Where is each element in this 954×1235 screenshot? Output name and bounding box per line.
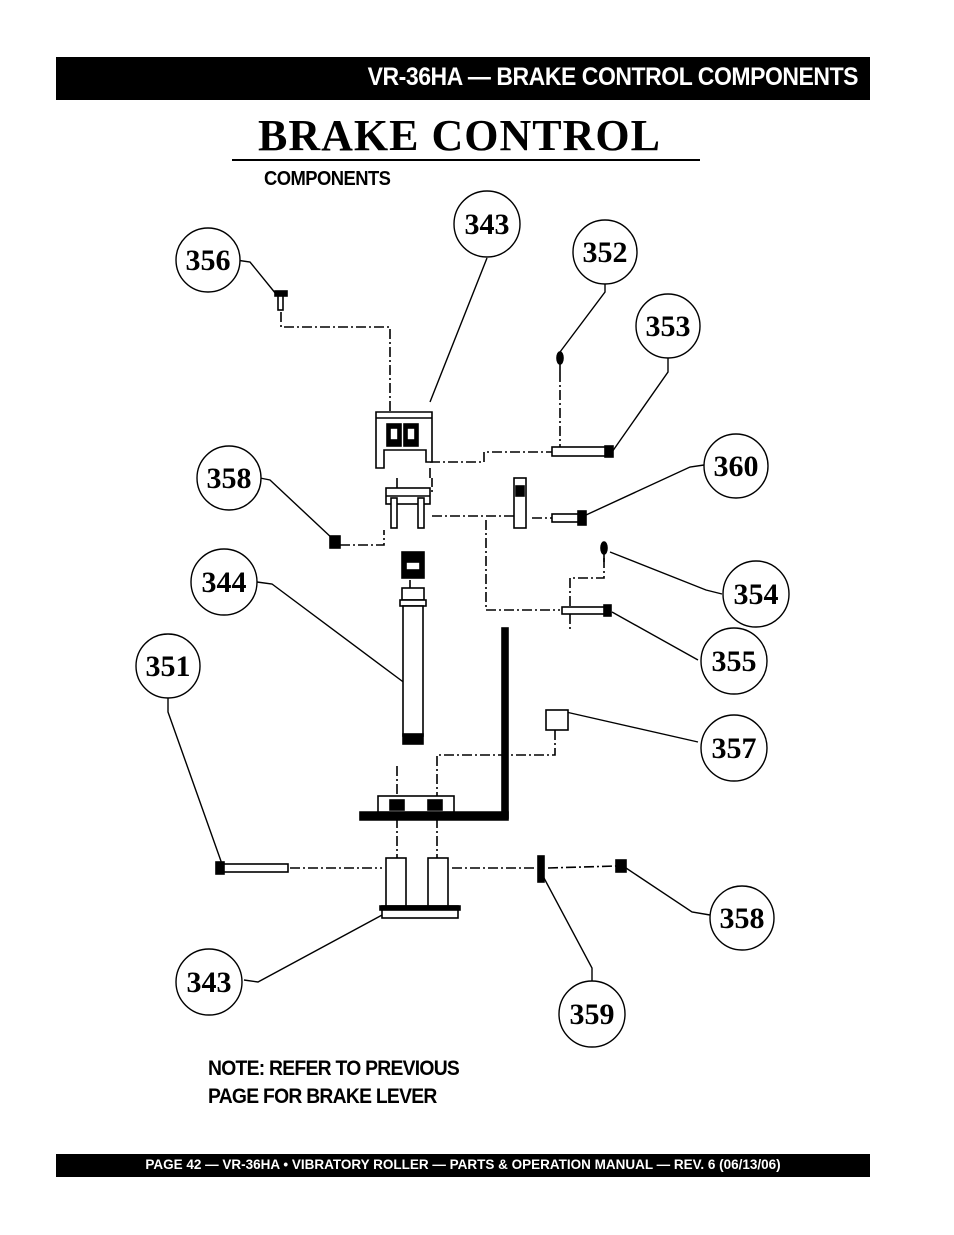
callout-circles (135, 190, 790, 1048)
callout-circle-360 (703, 433, 769, 499)
callout-circle-358-top (196, 445, 262, 511)
callout-label: 357 (712, 732, 757, 765)
diagram-subtitle: COMPONENTS (264, 168, 391, 190)
callout-circle-353 (635, 293, 701, 359)
callout-circle-344 (190, 548, 258, 616)
callout-label: 352 (583, 236, 628, 269)
callout-circle-351 (135, 633, 201, 699)
diagram-title: BRAKE CONTROL (258, 111, 661, 160)
callout-circle-355 (700, 627, 768, 695)
callout-label: 356 (186, 244, 231, 277)
callout-label: 353 (646, 310, 691, 343)
callout-circle-343-bottom (175, 948, 243, 1016)
callout-label: 343 (187, 966, 232, 999)
callout-numbers: 356 343 352 353 360 358 344 354 355 351 … (146, 208, 779, 1031)
callout-label: 355 (712, 645, 757, 678)
assembly-centerlines (280, 312, 617, 869)
page-footer: PAGE 42 — VR-36HA • VIBRATORY ROLLER — P… (145, 1157, 781, 1172)
title-underline (232, 159, 700, 161)
callout-label: 360 (714, 450, 759, 483)
page-header-title: VR-36HA — BRAKE CONTROL COMPONENTS (367, 63, 859, 91)
note-text: NOTE: REFER TO PREVIOUS PAGE FOR BRAKE L… (208, 1055, 460, 1111)
callout-circle-352 (572, 219, 638, 285)
note-line: NOTE: REFER TO PREVIOUS (208, 1057, 460, 1080)
note-line: PAGE FOR BRAKE LEVER (208, 1085, 437, 1108)
parts (215, 290, 627, 919)
callout-label: 351 (146, 650, 191, 683)
callout-circle-359 (558, 980, 626, 1048)
callout-circle-358-bottom (709, 885, 775, 951)
callout-label: 344 (202, 566, 247, 599)
callout-circle-354 (722, 560, 790, 628)
footer-bar: PAGE 42 — VR-36HA • VIBRATORY ROLLER — P… (56, 1154, 870, 1177)
callout-circle-343-top (453, 190, 521, 258)
callout-circle-356 (175, 227, 241, 293)
callout-label: 354 (734, 578, 779, 611)
callout-label: 359 (570, 998, 615, 1031)
callout-label: 358 (720, 902, 765, 935)
callout-label: 358 (207, 462, 252, 495)
callout-label: 343 (465, 208, 510, 241)
callout-circle-357 (700, 714, 768, 782)
header-bar: VR-36HA — BRAKE CONTROL COMPONENTS (56, 57, 870, 100)
